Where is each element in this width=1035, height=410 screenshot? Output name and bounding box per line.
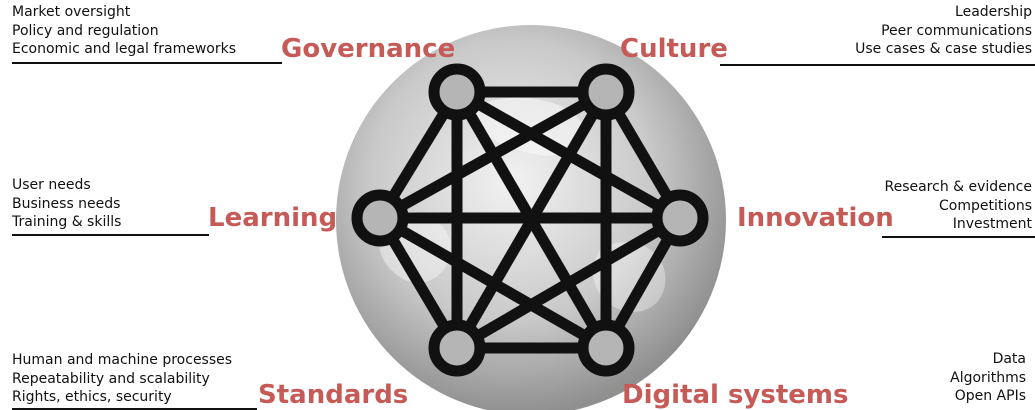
standards-list: Human and machine processes Repeatabilit… [12, 351, 232, 407]
list-item: Market oversight [12, 4, 131, 20]
learning-list: User needs Business needs Training & ski… [12, 176, 121, 232]
innovation-heading: Innovation [737, 203, 894, 233]
network-node [577, 319, 635, 377]
list-item: Policy and regulation [12, 22, 159, 39]
network-edge [611, 107, 675, 203]
innovation-list: Research & evidence Competitions Investm… [884, 178, 1032, 234]
standards-heading: Standards [258, 380, 409, 410]
list-item: Competitions [939, 197, 1032, 214]
list-item: Rights, ethics, security [12, 389, 172, 405]
network-edge [472, 223, 665, 343]
culture-list: Leadership Peer communications Use cases… [855, 3, 1032, 59]
list-item: Investment [952, 216, 1032, 232]
network-edge [386, 107, 451, 203]
governance-heading: Governance [281, 34, 456, 64]
list-item: Leadership [955, 4, 1032, 20]
network-edge [385, 233, 452, 333]
list-item: Economic and legal frameworks [12, 41, 237, 57]
list-item: Use cases & case studies [855, 41, 1032, 57]
network-node [428, 319, 486, 377]
list-item: Training & skills [12, 214, 122, 230]
list-item: Open APIs [954, 388, 1026, 404]
list-item: Algorithms [950, 369, 1026, 386]
list-item: User needs [12, 177, 91, 193]
governance-rule [12, 62, 282, 64]
list-item: Business needs [12, 195, 121, 212]
culture-rule [720, 64, 1035, 66]
list-item: Human and machine processes [12, 352, 233, 368]
innovation-rule [882, 236, 1035, 238]
network-edge [395, 97, 591, 213]
list-item: Repeatability and scalability [12, 370, 210, 387]
network-node [351, 189, 409, 247]
list-item: Research & evidence [884, 179, 1032, 195]
learning-heading: Learning [208, 203, 338, 233]
network-edge [395, 223, 591, 343]
network-edge [611, 233, 675, 333]
governance-list: Market oversight Policy and regulation E… [12, 3, 236, 59]
network-node [577, 63, 635, 121]
digital-systems-list: Data Algorithms Open APIs [950, 350, 1026, 406]
digital-systems-heading: Digital systems [622, 380, 849, 410]
standards-rule [12, 408, 257, 410]
list-item: Data [992, 351, 1026, 367]
network-node [428, 63, 486, 121]
culture-heading: Culture [620, 34, 728, 64]
learning-rule [12, 234, 209, 236]
list-item: Peer communications [881, 22, 1032, 39]
network-node [651, 189, 709, 247]
